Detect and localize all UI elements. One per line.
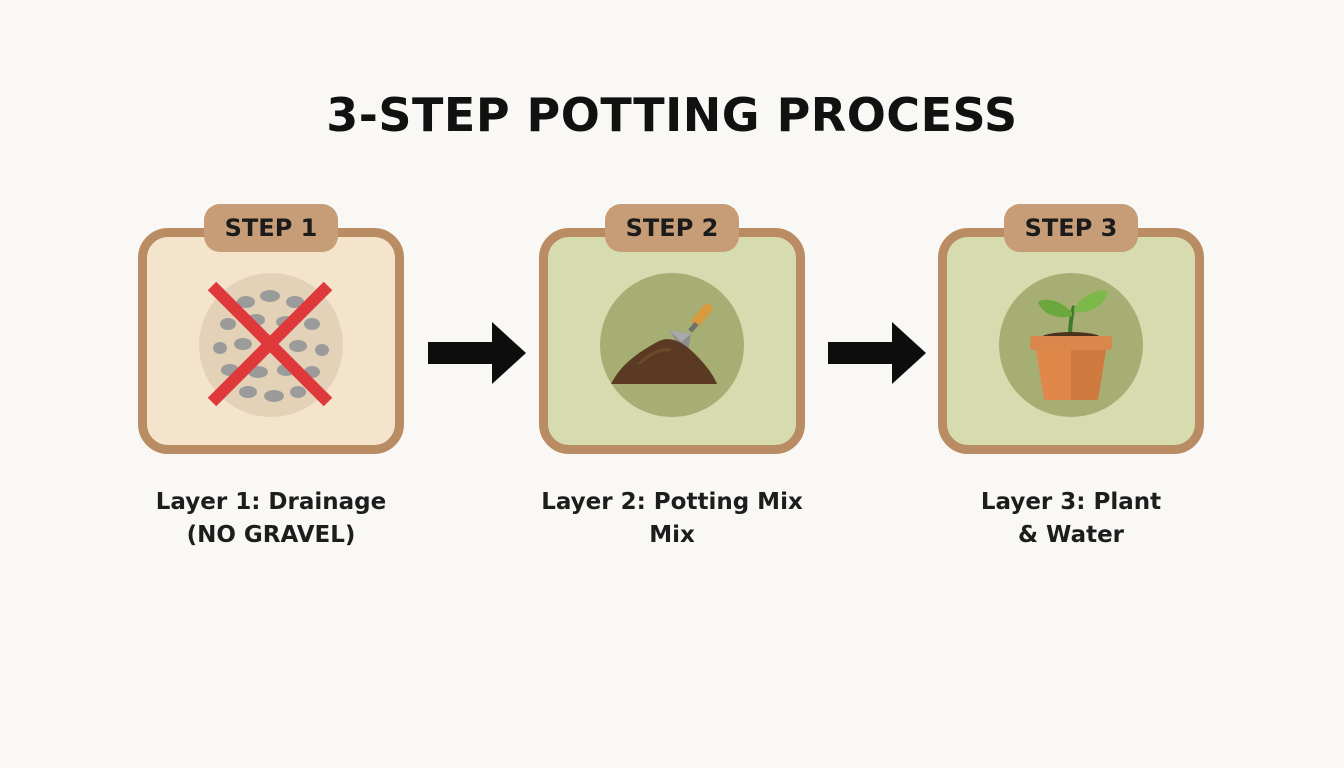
arrow-right-icon — [428, 322, 526, 384]
soil-trowel-icon — [599, 272, 745, 418]
potted-seedling-icon — [998, 272, 1144, 418]
no-gravel-icon — [198, 272, 344, 418]
step-1-badge: STEP 1 — [204, 204, 338, 252]
step-3-badge: STEP 3 — [1004, 204, 1138, 252]
step-2-label: Layer 2: Potting Mix Mix — [541, 489, 803, 548]
step-2-badge: STEP 2 — [605, 204, 739, 252]
step-1-label: Layer 1: Drainage (NO GRAVEL) — [155, 489, 387, 548]
arrow-right-icon — [828, 322, 926, 384]
page-title: 3-STEP POTTING PROCESS — [326, 88, 1018, 142]
step-3-label: Layer 3: Plant & Water — [980, 489, 1162, 548]
